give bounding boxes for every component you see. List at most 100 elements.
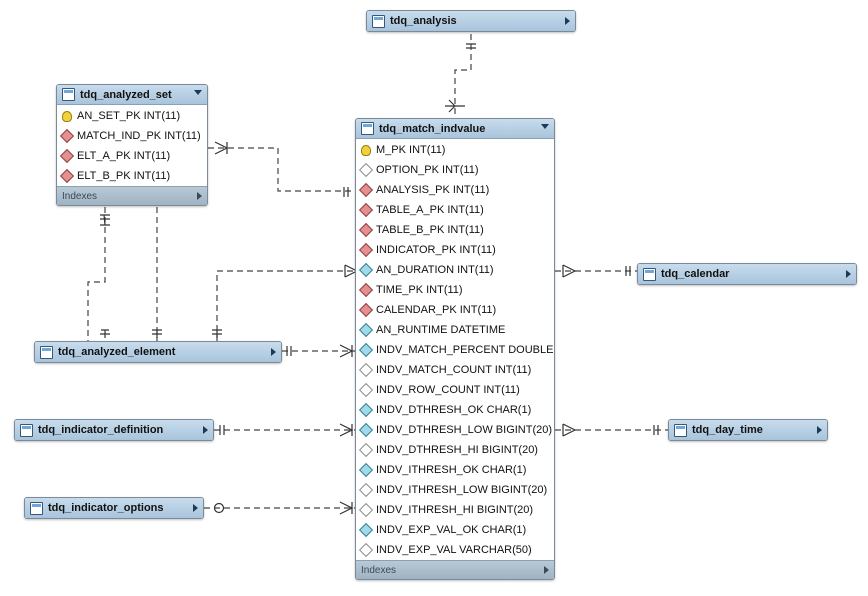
table-tdq_analyzed_set[interactable]: tdq_analyzed_set AN_SET_PK INT(11) MATCH… <box>56 84 208 206</box>
table-title: tdq_indicator_definition <box>38 424 164 436</box>
attribute-icon <box>358 522 374 538</box>
column-row[interactable]: INDV_DTHRESH_HI BIGINT(20) <box>356 440 554 460</box>
attribute-icon <box>358 262 374 278</box>
table-title: tdq_analysis <box>390 15 457 27</box>
column-label: INDV_EXP_VAL_OK CHAR(1) <box>376 524 527 536</box>
attribute-icon <box>358 422 374 438</box>
table-tdq_day_time[interactable]: tdq_day_time <box>668 419 828 441</box>
column-label: INDV_MATCH_PERCENT DOUBLE <box>376 344 554 356</box>
column-row[interactable]: INDV_MATCH_COUNT INT(11) <box>356 360 554 380</box>
indexes-label: Indexes <box>62 190 98 202</box>
attribute-icon <box>358 442 374 458</box>
column-label: INDV_DTHRESH_HI BIGINT(20) <box>376 444 538 456</box>
column-row[interactable]: AN_SET_PK INT(11) <box>57 106 207 126</box>
foreign-key-icon <box>358 202 374 218</box>
column-row[interactable]: INDV_ITHRESH_OK CHAR(1) <box>356 460 554 480</box>
chevron-right-icon[interactable] <box>544 566 549 574</box>
table-title: tdq_match_indvalue <box>379 122 486 135</box>
chevron-down-icon[interactable] <box>541 124 549 133</box>
column-label: TIME_PK INT(11) <box>376 284 463 296</box>
indexes-bar[interactable]: Indexes <box>57 186 207 205</box>
attribute-icon <box>358 542 374 558</box>
table-header[interactable]: tdq_calendar <box>638 264 856 284</box>
column-label: INDV_DTHRESH_OK CHAR(1) <box>376 404 532 416</box>
column-label: AN_RUNTIME DATETIME <box>376 324 506 336</box>
table-header[interactable]: tdq_analyzed_set <box>57 85 207 105</box>
chevron-down-icon[interactable] <box>194 90 202 99</box>
table-icon <box>62 88 75 101</box>
table-title: tdq_analyzed_element <box>58 346 176 358</box>
chevron-right-icon[interactable] <box>817 426 822 434</box>
table-tdq_analyzed_element[interactable]: tdq_analyzed_element <box>34 341 282 363</box>
column-row[interactable]: TABLE_A_PK INT(11) <box>356 200 554 220</box>
table-header[interactable]: tdq_indicator_definition <box>15 420 213 440</box>
column-row[interactable]: AN_DURATION INT(11) <box>356 260 554 280</box>
foreign-key-icon <box>59 148 75 164</box>
attribute-icon <box>358 402 374 418</box>
table-icon <box>674 423 687 437</box>
column-list: AN_SET_PK INT(11) MATCH_IND_PK INT(11) E… <box>57 105 207 186</box>
foreign-key-icon <box>358 182 374 198</box>
table-tdq_match_indvalue[interactable]: tdq_match_indvalue M_PK INT(11) OPTION_P… <box>355 118 555 580</box>
column-row[interactable]: INDV_ITHRESH_LOW BIGINT(20) <box>356 480 554 500</box>
chevron-right-icon[interactable] <box>846 270 851 278</box>
column-row[interactable]: INDV_DTHRESH_OK CHAR(1) <box>356 400 554 420</box>
foreign-key-icon <box>358 222 374 238</box>
column-row[interactable]: TIME_PK INT(11) <box>356 280 554 300</box>
table-header[interactable]: tdq_match_indvalue <box>356 119 554 139</box>
indexes-label: Indexes <box>361 564 397 576</box>
table-icon <box>20 423 33 437</box>
foreign-key-icon <box>358 302 374 318</box>
column-label: MATCH_IND_PK INT(11) <box>77 130 201 142</box>
indexes-bar[interactable]: Indexes <box>356 560 554 579</box>
column-label: INDICATOR_PK INT(11) <box>376 244 496 256</box>
foreign-key-icon <box>358 242 374 258</box>
column-row[interactable]: INDICATOR_PK INT(11) <box>356 240 554 260</box>
column-row[interactable]: TABLE_B_PK INT(11) <box>356 220 554 240</box>
column-row[interactable]: CALENDAR_PK INT(11) <box>356 300 554 320</box>
column-row[interactable]: INDV_ITHRESH_HI BIGINT(20) <box>356 500 554 520</box>
attribute-icon <box>358 322 374 338</box>
table-title: tdq_indicator_options <box>48 502 164 514</box>
attribute-icon <box>358 362 374 378</box>
column-row[interactable]: INDV_EXP_VAL VARCHAR(50) <box>356 540 554 560</box>
table-icon <box>40 345 53 359</box>
chevron-right-icon[interactable] <box>203 426 208 434</box>
column-row[interactable]: ANALYSIS_PK INT(11) <box>356 180 554 200</box>
table-tdq_indicator_options[interactable]: tdq_indicator_options <box>24 497 204 519</box>
table-tdq_indicator_definition[interactable]: tdq_indicator_definition <box>14 419 214 441</box>
chevron-right-icon[interactable] <box>271 348 276 356</box>
column-label: INDV_ITHRESH_LOW BIGINT(20) <box>376 484 548 496</box>
column-label: INDV_MATCH_COUNT INT(11) <box>376 364 532 376</box>
column-label: AN_SET_PK INT(11) <box>77 110 181 122</box>
table-header[interactable]: tdq_analyzed_element <box>35 342 281 362</box>
chevron-right-icon[interactable] <box>197 192 202 200</box>
table-tdq_analysis[interactable]: tdq_analysis <box>366 10 576 32</box>
column-row[interactable]: INDV_MATCH_PERCENT DOUBLE <box>356 340 554 360</box>
table-icon <box>643 267 656 281</box>
table-title: tdq_calendar <box>661 268 730 280</box>
column-label: TABLE_B_PK INT(11) <box>376 224 484 236</box>
table-title: tdq_analyzed_set <box>80 88 172 101</box>
primary-key-icon <box>361 144 371 156</box>
chevron-right-icon[interactable] <box>193 504 198 512</box>
chevron-right-icon[interactable] <box>565 17 570 25</box>
foreign-key-icon <box>59 128 75 144</box>
column-row[interactable]: ELT_A_PK INT(11) <box>57 146 207 166</box>
column-row[interactable]: INDV_EXP_VAL_OK CHAR(1) <box>356 520 554 540</box>
table-tdq_calendar[interactable]: tdq_calendar <box>637 263 857 285</box>
foreign-key-icon <box>358 282 374 298</box>
table-header[interactable]: tdq_indicator_options <box>25 498 203 518</box>
column-row[interactable]: OPTION_PK INT(11) <box>356 160 554 180</box>
foreign-key-icon <box>59 168 75 184</box>
column-row[interactable]: M_PK INT(11) <box>356 140 554 160</box>
column-row[interactable]: INDV_DTHRESH_LOW BIGINT(20) <box>356 420 554 440</box>
table-header[interactable]: tdq_analysis <box>367 11 575 31</box>
attribute-icon <box>358 342 374 358</box>
column-label: INDV_ITHRESH_HI BIGINT(20) <box>376 504 534 516</box>
table-header[interactable]: tdq_day_time <box>669 420 827 440</box>
column-row[interactable]: AN_RUNTIME DATETIME <box>356 320 554 340</box>
column-row[interactable]: ELT_B_PK INT(11) <box>57 166 207 186</box>
column-row[interactable]: MATCH_IND_PK INT(11) <box>57 126 207 146</box>
column-row[interactable]: INDV_ROW_COUNT INT(11) <box>356 380 554 400</box>
